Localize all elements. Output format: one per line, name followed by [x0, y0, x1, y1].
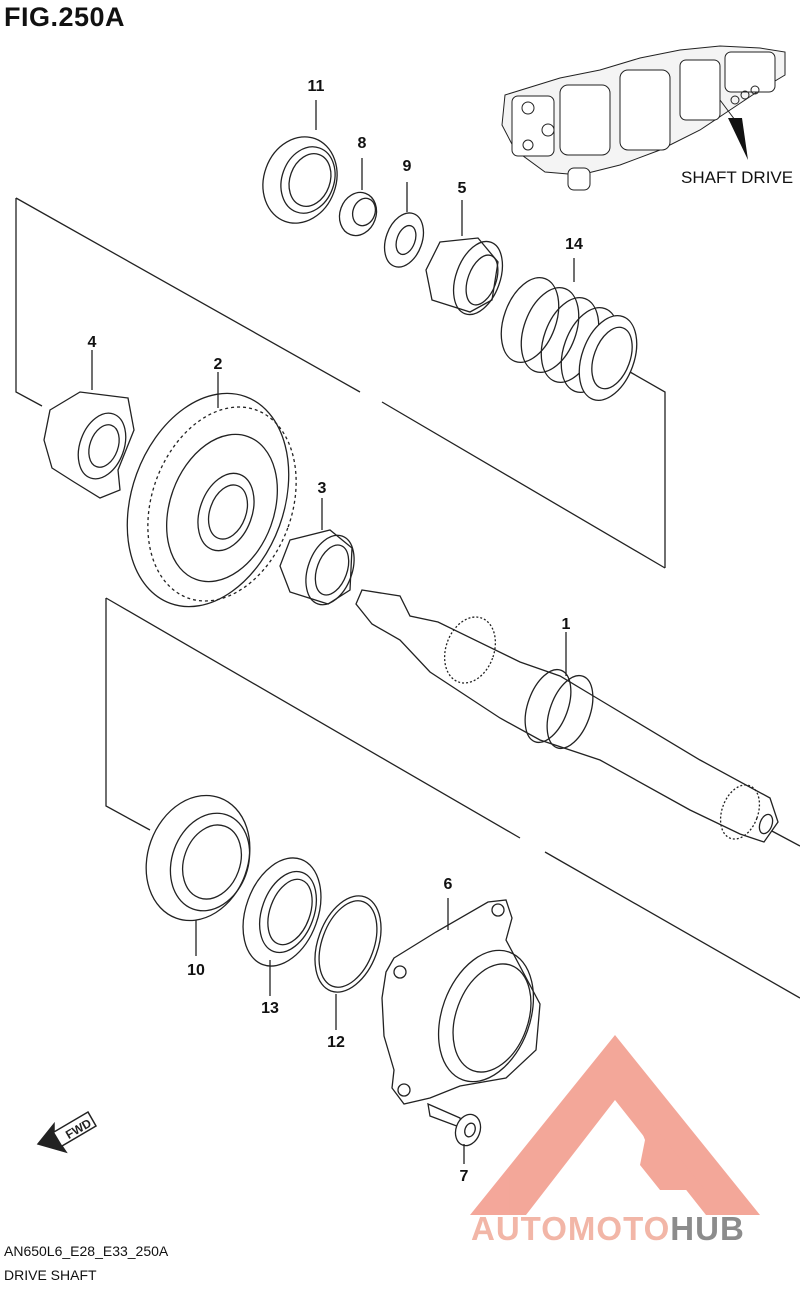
callout-10: 10 — [187, 962, 205, 979]
callout-9: 9 — [402, 158, 412, 175]
part-3-bush — [279, 498, 355, 606]
part-12-o-ring — [314, 895, 382, 1030]
part-4-dog-clutch — [43, 350, 135, 499]
lower-group-bracket — [105, 597, 800, 999]
callout-13: 13 — [261, 1000, 279, 1017]
callout-3: 3 — [317, 480, 327, 497]
part-14-spring — [500, 258, 638, 401]
callout-2: 2 — [213, 356, 223, 373]
watermark-part3: HUB — [670, 1210, 745, 1247]
part-7-bolt — [427, 1102, 482, 1164]
callout-11: 11 — [307, 78, 325, 95]
part-5-bushing — [425, 200, 504, 316]
part-13-oil-seal — [242, 857, 322, 996]
callout-12: 12 — [327, 1034, 345, 1051]
callout-6: 6 — [443, 876, 453, 893]
watermark-part2: MOTO — [567, 1210, 671, 1247]
engine-inset-illustration — [501, 45, 786, 191]
figure-title: FIG.250A — [4, 2, 126, 32]
forward-arrow-icon: FWD — [36, 1110, 98, 1154]
part-6-housing — [381, 898, 541, 1105]
part-1-drive-shaft — [355, 589, 779, 843]
figure-caption: DRIVE SHAFT — [4, 1267, 97, 1283]
part-10-bearing — [145, 794, 251, 956]
model-code: AN650L6_E28_E33_250A — [4, 1243, 169, 1259]
part-9-washer — [383, 182, 425, 268]
callout-4: 4 — [87, 334, 97, 351]
watermark-text: AUTOMOTOHUB — [471, 1210, 745, 1248]
watermark-part1: AUTO — [471, 1210, 568, 1247]
callout-8: 8 — [357, 135, 367, 152]
part-11-oil-seal — [262, 100, 338, 224]
part-2-gear — [126, 372, 297, 608]
inset-label: SHAFT DRIVE — [681, 168, 794, 187]
part-8-nut — [338, 158, 378, 237]
upper-group-bracket — [15, 197, 666, 569]
callout-14: 14 — [565, 236, 583, 253]
watermark-logo — [470, 1035, 760, 1215]
callout-1: 1 — [561, 616, 571, 633]
callout-5: 5 — [457, 180, 467, 197]
callout-7: 7 — [459, 1168, 469, 1185]
